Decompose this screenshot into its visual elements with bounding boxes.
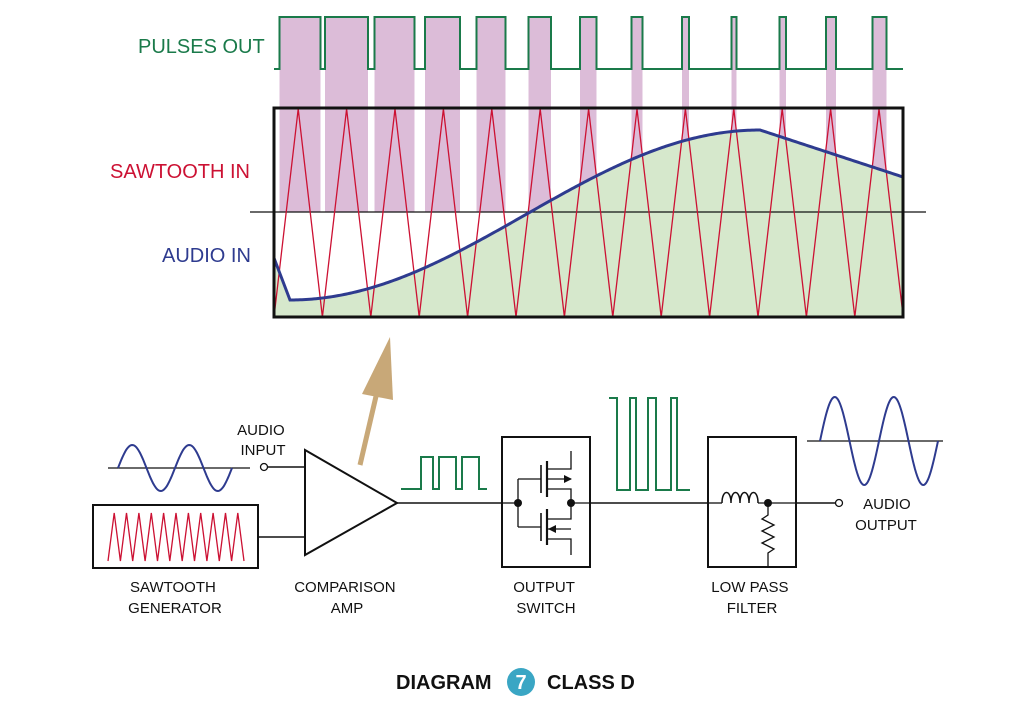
resistor-icon: [760, 503, 776, 567]
pulse-shade-0: [279, 17, 321, 212]
audio-area-fill: [274, 130, 903, 317]
sawtooth-generator-block: [92, 504, 259, 569]
graph-frame: [272, 106, 905, 319]
sawtooth-generator-label: SAWTOOTH GENERATOR: [128, 579, 222, 617]
caption-number: 7: [515, 672, 526, 694]
pulses-out-waveform: [274, 16, 903, 70]
audio-input-label: AUDIO INPUT: [237, 422, 289, 459]
audio-input-sine: [108, 443, 250, 493]
caption-suffix: CLASS D: [547, 672, 635, 694]
comparison-amp-label: COMPARISON AMP: [294, 579, 400, 617]
output-switch-block: [501, 436, 591, 568]
audio-output-terminal: [834, 498, 844, 508]
inductor-icon: [721, 491, 759, 504]
caption-number-badge: [507, 668, 535, 696]
audio-in-label: AUDIO IN: [162, 245, 251, 267]
audio-input-terminal: [259, 462, 269, 472]
audio-output-label: AUDIO OUTPUT: [855, 496, 917, 534]
caption-prefix: DIAGRAM: [396, 672, 492, 694]
small-pwm-waveform: [401, 456, 487, 490]
comparison-amp-triangle: [304, 448, 400, 557]
audio-output-sine: [807, 395, 943, 487]
pulses-out-label: PULSES OUT: [138, 36, 265, 58]
sawtooth-in-label: SAWTOOTH IN: [110, 161, 250, 183]
low-pass-filter-label: LOW PASS FILTER: [711, 579, 792, 617]
large-pwm-waveform: [609, 397, 690, 491]
magnify-arrow: [357, 337, 393, 466]
low-pass-filter-block: [707, 436, 797, 568]
audio-in-waveform: [272, 128, 903, 302]
output-switch-label: OUTPUT SWITCH: [513, 579, 579, 617]
